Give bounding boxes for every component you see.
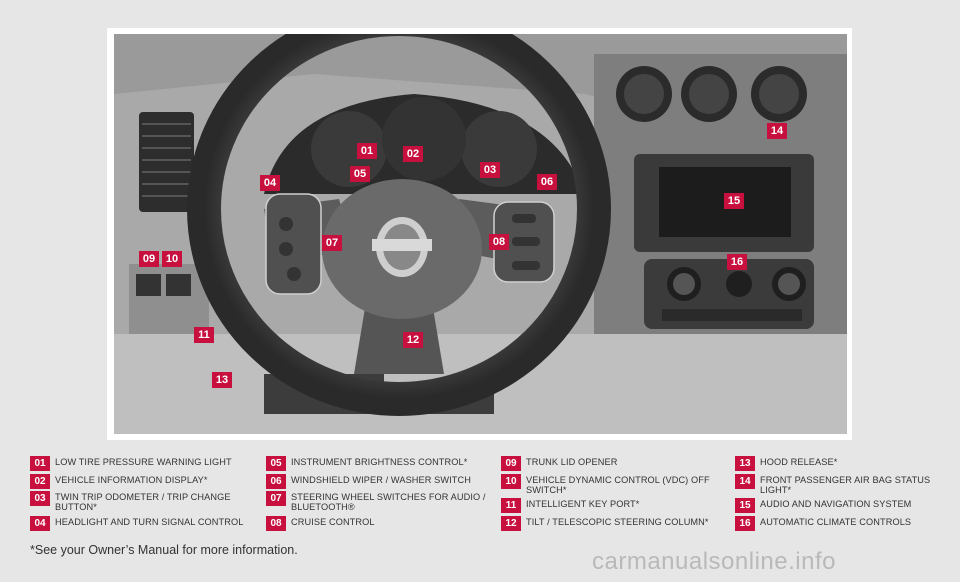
legend-label: TRUNK LID OPENER [526,457,618,467]
legend-badge: 11 [501,498,521,513]
legend-badge: 06 [266,474,286,489]
callout-13: 13 [212,372,232,388]
callout-16: 16 [727,254,747,270]
legend-badge: 10 [501,474,521,489]
legend-badge: 14 [735,474,755,489]
legend-label: CRUISE CONTROL [291,517,375,527]
callout-10: 10 [162,251,182,267]
legend-label: INSTRUMENT BRIGHTNESS CONTROL* [291,457,468,467]
legend-label: HEADLIGHT AND TURN SIGNAL CONTROL [55,517,244,527]
callout-14: 14 [767,123,787,139]
legend-badge: 13 [735,456,755,471]
footnote: *See your Owner’s Manual for more inform… [30,543,298,557]
dashboard-photo [114,34,847,434]
legend-badge: 09 [501,456,521,471]
callout-05: 05 [350,166,370,182]
legend-label: TWIN TRIP ODOMETER / TRIP CHANGE BUTTON* [55,492,231,512]
callout-07: 07 [322,235,342,251]
legend-badge: 07 [266,491,286,506]
legend-label: VEHICLE DYNAMIC CONTROL (VDC) OFF SWITCH… [526,475,710,495]
legend-label: LOW TIRE PRESSURE WARNING LIGHT [55,457,232,467]
legend-label: WINDSHIELD WIPER / WASHER SWITCH [291,475,471,485]
legend-label: INTELLIGENT KEY PORT* [526,499,640,509]
legend-label: HOOD RELEASE* [760,457,838,467]
legend-badge: 03 [30,491,50,506]
legend-label: AUTOMATIC CLIMATE CONTROLS [760,517,912,527]
legend-badge: 01 [30,456,50,471]
callout-06: 06 [537,174,557,190]
callout-12: 12 [403,332,423,348]
callout-08: 08 [489,234,509,250]
watermark: carmanualsonline.info [592,548,836,575]
callout-11: 11 [194,327,214,343]
legend-badge: 08 [266,516,286,531]
legend-badge: 02 [30,474,50,489]
legend-badge: 12 [501,516,521,531]
legend-label: FRONT PASSENGER AIR BAG STATUS LIGHT* [760,475,931,495]
legend-badge: 05 [266,456,286,471]
callout-15: 15 [724,193,744,209]
legend-badge: 04 [30,516,50,531]
legend-label: VEHICLE INFORMATION DISPLAY* [55,475,208,485]
legend-badge: 15 [735,498,755,513]
legend-badge: 16 [735,516,755,531]
callout-09: 09 [139,251,159,267]
callout-04: 04 [260,175,280,191]
legend-label: TILT / TELESCOPIC STEERING COLUMN* [526,517,709,527]
dashboard-illustration [114,34,847,434]
legend-label: AUDIO AND NAVIGATION SYSTEM [760,499,912,509]
callout-01: 01 [357,143,377,159]
legend-label: STEERING WHEEL SWITCHES FOR AUDIO / BLUE… [291,492,486,512]
callout-03: 03 [480,162,500,178]
callout-02: 02 [403,146,423,162]
